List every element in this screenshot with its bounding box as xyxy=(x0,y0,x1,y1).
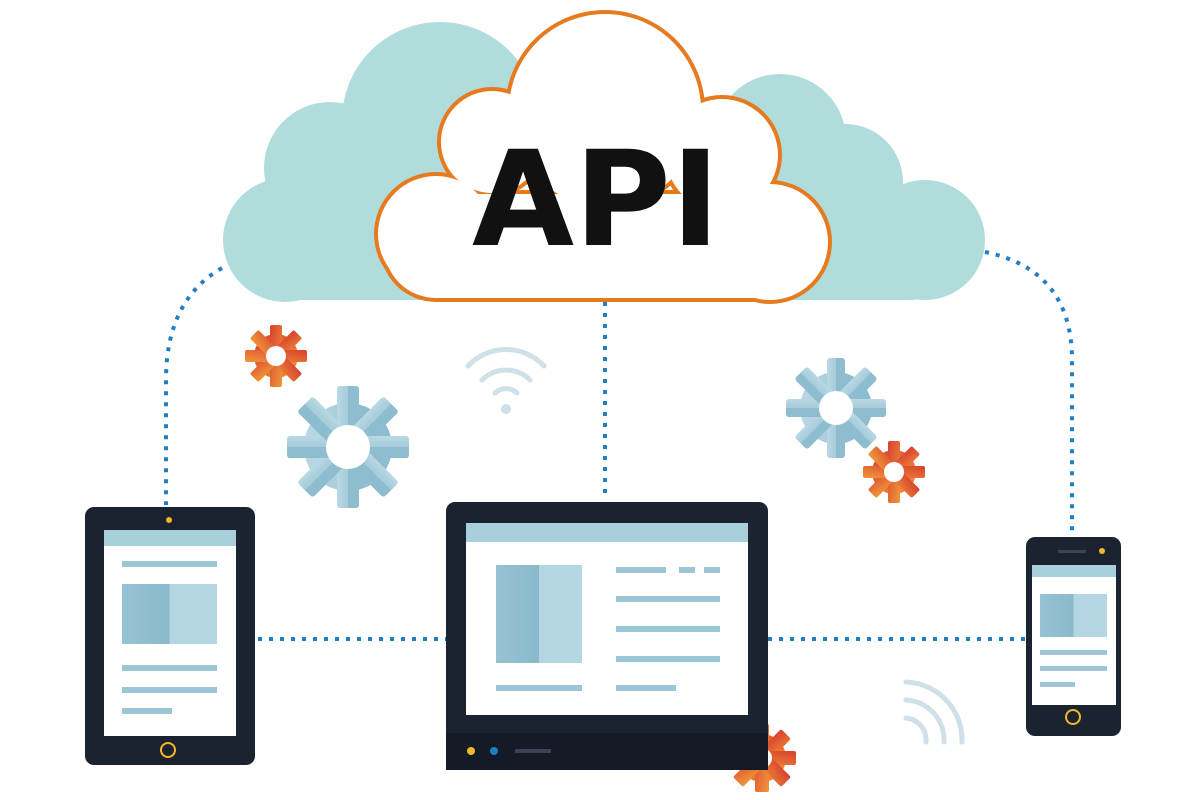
laptop-device xyxy=(446,502,768,770)
gear-icon xyxy=(863,441,925,503)
camera-dot xyxy=(1099,548,1105,554)
drive-slot xyxy=(515,749,551,753)
image-placeholder xyxy=(122,584,217,644)
connector-cloud-to-tablet xyxy=(164,266,223,505)
gear-icon xyxy=(245,325,307,387)
image-placeholder xyxy=(1040,594,1107,637)
api-cloud: API xyxy=(374,10,832,304)
camera-dot xyxy=(166,517,172,523)
connector-lines xyxy=(164,250,1074,641)
tablet-device xyxy=(85,507,255,765)
power-light xyxy=(467,747,475,755)
status-light xyxy=(490,747,498,755)
connector-cloud-to-phone xyxy=(984,250,1074,535)
wifi-icon xyxy=(903,679,965,745)
home-button xyxy=(160,742,176,758)
smartphone-device xyxy=(1026,537,1121,736)
speaker-slot xyxy=(1058,550,1086,553)
gear-icon xyxy=(786,358,886,458)
image-placeholder xyxy=(496,565,582,663)
home-button xyxy=(1065,709,1081,725)
api-label: API xyxy=(472,123,720,277)
gear-icon xyxy=(287,386,409,508)
wifi-icon xyxy=(465,347,547,414)
laptop-base xyxy=(446,733,768,770)
